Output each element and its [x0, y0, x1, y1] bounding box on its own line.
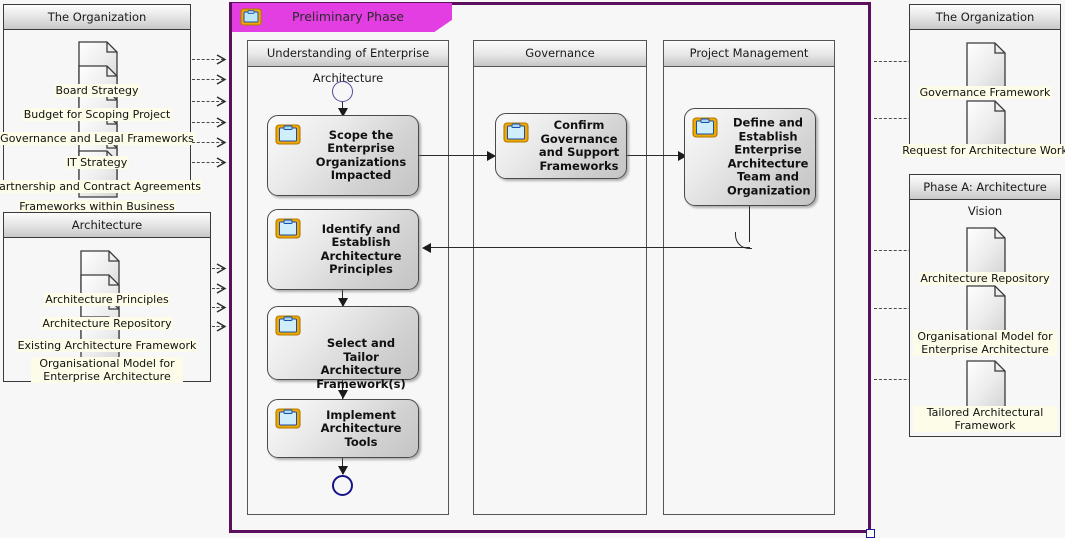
activity-label: Scope the Enterprise Organizations Impac… — [315, 127, 407, 182]
document-label: Existing Architecture Framework — [16, 339, 198, 352]
arrow-head-icon — [422, 243, 431, 253]
document-label: Budget for Scoping Project — [22, 108, 172, 121]
package-title: Phase A: Architecture Vision — [910, 175, 1060, 218]
connector — [749, 206, 751, 242]
document-label: Architecture Repository — [41, 317, 173, 330]
activity-label: Select and Tailor Architecture Framework… — [316, 336, 406, 391]
connector — [342, 457, 344, 474]
phase-title: Preliminary Phase — [292, 9, 404, 24]
arrow-head-icon — [216, 54, 227, 65]
document-label: Architecture Principles — [44, 293, 170, 306]
activity-define-and-establish-enterprise-architecture-team-and-organization[interactable]: Define and Establish Enterprise Architec… — [684, 108, 816, 206]
arrow-head-icon — [338, 466, 348, 475]
activity-label: Implement Architecture Tools — [320, 407, 402, 449]
dependency-arrow — [192, 59, 224, 60]
dependency-arrow — [192, 79, 224, 80]
arrow-head-icon — [216, 157, 227, 168]
clipboard-icon — [503, 121, 529, 143]
package-body: Architecture Principles Architecture Rep… — [4, 238, 210, 383]
clipboard-icon — [240, 8, 262, 26]
document-label: Request for Architecture Work — [901, 144, 1065, 157]
clipboard-icon — [275, 123, 301, 145]
clipboard-icon — [275, 217, 301, 239]
arrow-head-icon — [216, 96, 227, 107]
activity-confirm-governance-and-support-frameworks[interactable]: Confirm Governance and Support Framework… — [495, 113, 627, 179]
document-label: Frameworks within Business — [18, 200, 176, 213]
connector — [342, 379, 344, 399]
initial-node[interactable] — [332, 81, 353, 102]
arrow-head-icon — [216, 137, 227, 148]
package-title: The Organization — [910, 5, 1060, 30]
package-title: Architecture — [4, 213, 210, 238]
arrow-head-icon — [216, 321, 227, 332]
document-label: Architecture Repository — [919, 272, 1051, 285]
arrow-head-icon — [338, 390, 348, 399]
dependency-arrow — [192, 162, 224, 163]
document-icon — [966, 227, 1006, 275]
lane-title: Understanding of Enterprise Architecture — [248, 41, 448, 85]
connector — [430, 247, 750, 249]
document-label: Governance Framework — [918, 86, 1052, 99]
document-label: Governance and Legal Frameworks — [0, 132, 195, 145]
connector — [627, 155, 685, 157]
package-architecture[interactable]: Architecture Architecture Principles Arc… — [3, 212, 211, 383]
dependency-arrow — [192, 101, 224, 102]
document-icon — [966, 42, 1006, 90]
lane-title: Governance — [474, 41, 646, 67]
package-title: The Organization — [4, 5, 190, 30]
document-label: Board Strategy — [54, 84, 140, 97]
arrow-head-icon — [678, 151, 687, 161]
dependency-arrow — [212, 288, 224, 289]
package-body: Governance Framework Request for Archite… — [901, 30, 1065, 157]
package-the-organization-left[interactable]: The Organization Board Strategy Budget f… — [0, 4, 203, 213]
clipboard-icon — [692, 116, 718, 138]
arrow-head-icon — [216, 302, 227, 313]
arrow-head-icon — [216, 283, 227, 294]
package-phase-a-architecture-vision[interactable]: Phase A: Architecture Vision Architectur… — [909, 174, 1061, 437]
arrow-head-icon — [216, 74, 227, 85]
package-body: Board Strategy Budget for Scoping Projec… — [0, 30, 203, 213]
activity-label: Confirm Governance and Support Framework… — [538, 118, 620, 173]
arrow-head-icon — [338, 108, 348, 117]
document-icon — [966, 360, 1006, 408]
document-label: Organisational Model for Enterprise Arch… — [31, 357, 183, 383]
arrow-head-icon — [487, 151, 496, 161]
dependency-arrow — [192, 122, 224, 123]
arrow-head-icon — [216, 263, 227, 274]
connector — [419, 155, 491, 157]
document-label: IT Strategy — [65, 156, 129, 169]
lane-title: Project Management — [664, 41, 834, 67]
document-label: Organisational Model for Enterprise Arch… — [913, 330, 1057, 356]
document-icon — [966, 100, 1006, 148]
document-icon — [966, 285, 1006, 333]
package-body: Architecture Repository Organisational M… — [910, 200, 1060, 436]
clipboard-icon — [275, 407, 301, 429]
resize-handle[interactable] — [866, 529, 875, 538]
document-label: Tailored Architectural Framework — [913, 406, 1057, 432]
activity-identify-and-establish-architecture-principles[interactable]: Identify and Establish Architecture Prin… — [267, 209, 419, 290]
dependency-arrow — [212, 307, 224, 308]
dependency-arrow — [192, 142, 224, 143]
final-node[interactable] — [332, 475, 353, 496]
lane-governance[interactable]: Governance — [473, 40, 647, 515]
activity-scope-the-enterprise-organizations-impacted[interactable]: Scope the Enterprise Organizations Impac… — [267, 115, 419, 196]
clipboard-icon — [275, 314, 301, 336]
document-label: Partnership and Contract Agreements — [0, 180, 203, 193]
dependency-arrow — [212, 268, 224, 269]
activity-implement-architecture-tools[interactable]: Implement Architecture Tools — [267, 399, 419, 458]
arrow-head-icon — [216, 117, 227, 128]
activity-select-and-tailor-architecture-frameworks[interactable]: Select and Tailor Architecture Framework… — [267, 306, 419, 390]
package-the-organization-right[interactable]: The Organization Governance Framework Re… — [901, 4, 1065, 157]
activity-label: Identify and Establish Architecture Prin… — [320, 221, 402, 276]
arrow-head-icon — [338, 298, 348, 307]
phase-tab[interactable] — [232, 3, 452, 32]
activity-label: Define and Establish Enterprise Architec… — [727, 115, 811, 197]
dependency-arrow — [212, 326, 224, 327]
